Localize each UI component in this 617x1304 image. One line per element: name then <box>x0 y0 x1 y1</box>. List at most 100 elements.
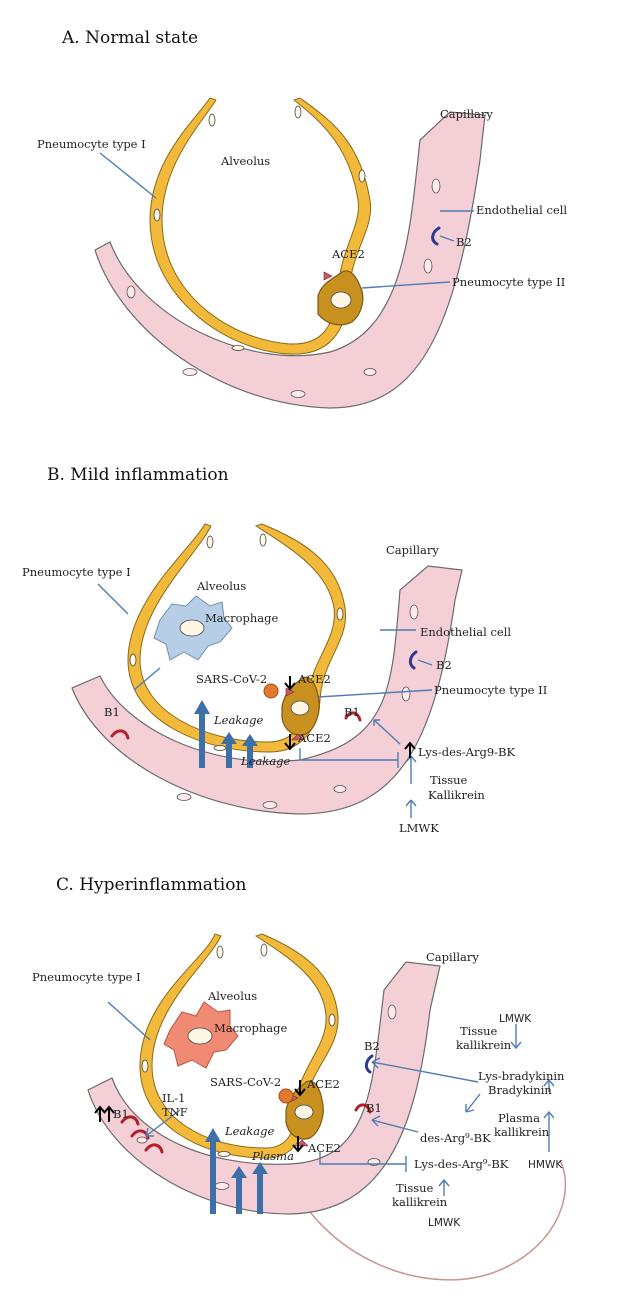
decrease-arrow-ace2-top <box>284 676 296 691</box>
label-endothelial-cell: Endothelial cell <box>420 625 511 639</box>
type1-nuclei <box>141 943 336 1157</box>
label-ace2-bottom: ACE2 <box>297 731 331 745</box>
b2-receptor <box>408 650 418 670</box>
inhibition-ace2-lysdes <box>299 748 399 768</box>
panel-a: A. Normal state Capillary <box>37 28 567 409</box>
arrow-plasma-kallikrein-to-bradykinin <box>543 1078 555 1092</box>
label-capillary: Capillary <box>426 950 479 964</box>
pointer-pneumocyte-type-ii <box>361 281 451 289</box>
label-kallikrein-bottom: kallikrein <box>392 1195 448 1209</box>
label-kallikrein-top: kallikrein <box>456 1038 512 1052</box>
label-b2: B2 <box>364 1039 380 1053</box>
endothelial-cells <box>126 178 441 398</box>
label-macrophage: Macrophage <box>205 611 278 625</box>
label-plasma: Plasma <box>251 1149 294 1163</box>
pneumocyte-type-ii-nucleus <box>290 700 310 716</box>
b1-receptor-right <box>344 711 362 722</box>
arrow-tissue-kallikrein-to-lysdes <box>438 1178 450 1196</box>
label-tissue: Tissue <box>430 773 468 787</box>
label-pneumocyte-type-ii: Pneumocyte type II <box>452 275 565 289</box>
arrow-bradykinin-to-desarg <box>465 1093 481 1113</box>
label-lys-bradykinin: Lys-bradykinin <box>478 1069 565 1083</box>
sars-cov-2-virion <box>263 683 279 699</box>
label-ace2-top: ACE2 <box>306 1077 340 1091</box>
capillary-vessel <box>94 111 486 409</box>
decrease-arrow-ace2-bottom <box>284 734 296 751</box>
label-capillary: Capillary <box>386 543 439 557</box>
arrow-lysbrady-to-b2 <box>371 1057 479 1083</box>
pneumocyte-type-ii-nucleus <box>294 1104 314 1120</box>
arrow-lysdes-to-b1 <box>373 719 401 745</box>
arrow-kallikrein-to-lysdes <box>405 755 417 784</box>
panel-a-title: A. Normal state <box>61 28 198 48</box>
alveolus-wall <box>149 97 372 355</box>
label-bradykinin: Bradykinin <box>488 1083 552 1097</box>
panel-b: B. Mild inflammation <box>22 465 547 835</box>
pointer-pneumocyte-type-i <box>99 152 157 199</box>
b2-receptor <box>431 226 441 246</box>
label-alveolus: Alveolus <box>207 989 257 1003</box>
panel-b-title: B. Mild inflammation <box>47 465 229 485</box>
pointer-pneumocyte-type-ii <box>317 689 433 698</box>
label-lys-des-arg9-bk: Lys-des-Arg9-BK <box>418 745 515 759</box>
increase-arrow-b1-1 <box>94 1105 106 1122</box>
label-ace2: ACE2 <box>331 247 365 261</box>
label-endothelial-cell: Endothelial cell <box>476 203 567 217</box>
decrease-arrow-ace2-top <box>294 1080 306 1097</box>
leakage-arrows <box>205 1128 268 1214</box>
label-tissue-bottom: Tissue <box>396 1181 434 1195</box>
arrow-lmwk-to-kallikrein <box>405 799 417 818</box>
label-des-arg9-bk: des-Arg⁹-BK <box>420 1131 491 1145</box>
label-pneumocyte-type-i: Pneumocyte type I <box>32 970 141 984</box>
label-ace2-bottom: ACE2 <box>307 1141 341 1155</box>
label-ace2-top: ACE2 <box>297 672 331 686</box>
label-macrophage: Macrophage <box>214 1021 287 1035</box>
label-tissue-top: Tissue <box>460 1024 498 1038</box>
pointer-pneumocyte-type-i <box>97 583 129 615</box>
label-b1-left: B1 <box>113 1107 129 1121</box>
label-lmwk-top: LMWK <box>499 1013 532 1025</box>
label-sars-cov-2: SARS-CoV-2 <box>196 672 267 686</box>
plasma-circulation-arc <box>284 1159 567 1281</box>
label-il-1: IL-1 <box>162 1091 185 1105</box>
decrease-arrow-ace2-bottom <box>292 1136 304 1153</box>
label-leakage: Leakage <box>224 1124 274 1138</box>
pointer-b2 <box>417 659 433 666</box>
arrow-cytokines-to-b1 <box>145 1109 181 1137</box>
label-lmwk-bottom: LMWK <box>428 1217 461 1229</box>
label-alveolus: Alveolus <box>196 579 246 593</box>
arrow-lmwk-to-tissue-kallikrein <box>510 1024 522 1050</box>
label-b1-right: B1 <box>366 1101 382 1115</box>
pointer-pneumocyte-type-i <box>107 1001 151 1041</box>
label-leakage-2: Leakage <box>240 754 290 768</box>
label-pneumocyte-type-i: Pneumocyte type I <box>22 565 131 579</box>
panel-c: C. Hyperinflammation <box>32 875 567 1281</box>
label-pneumocyte-type-i: Pneumocyte type I <box>37 137 146 151</box>
leakage-arrows <box>194 700 258 768</box>
macrophage-nucleus <box>179 619 205 637</box>
sars-cov-2-virion <box>278 1088 294 1104</box>
b1-receptor-left <box>110 729 130 740</box>
arrow-desarg-to-b1 <box>371 1115 419 1133</box>
ace2-receptor-bottom <box>291 733 305 741</box>
arrow-hmwk-to-plasma-kallikrein <box>543 1110 555 1152</box>
label-pneumocyte-type-ii: Pneumocyte type II <box>434 683 547 697</box>
alveolus-wall <box>139 933 339 1159</box>
alveolus-wall <box>127 523 347 753</box>
increase-arrow-b1-2 <box>103 1105 115 1122</box>
label-leakage-1: Leakage <box>213 713 263 727</box>
inhibition-ace2-lysdes <box>319 1152 407 1172</box>
b2-receptor <box>364 1054 374 1074</box>
label-b2: B2 <box>436 658 452 672</box>
label-hmwk: HMWK <box>528 1159 563 1171</box>
label-tnf: TNF <box>162 1105 188 1119</box>
panel-c-title: C. Hyperinflammation <box>56 875 246 895</box>
label-capillary: Capillary <box>440 107 493 121</box>
label-alveolus: Alveolus <box>220 154 270 168</box>
pointer-b2 <box>439 235 455 242</box>
label-lmwk: LMWK <box>399 821 439 835</box>
capillary-vessel <box>71 565 463 815</box>
pneumocyte-type-ii-nucleus <box>330 291 352 309</box>
b1-receptor-right <box>354 1103 372 1114</box>
